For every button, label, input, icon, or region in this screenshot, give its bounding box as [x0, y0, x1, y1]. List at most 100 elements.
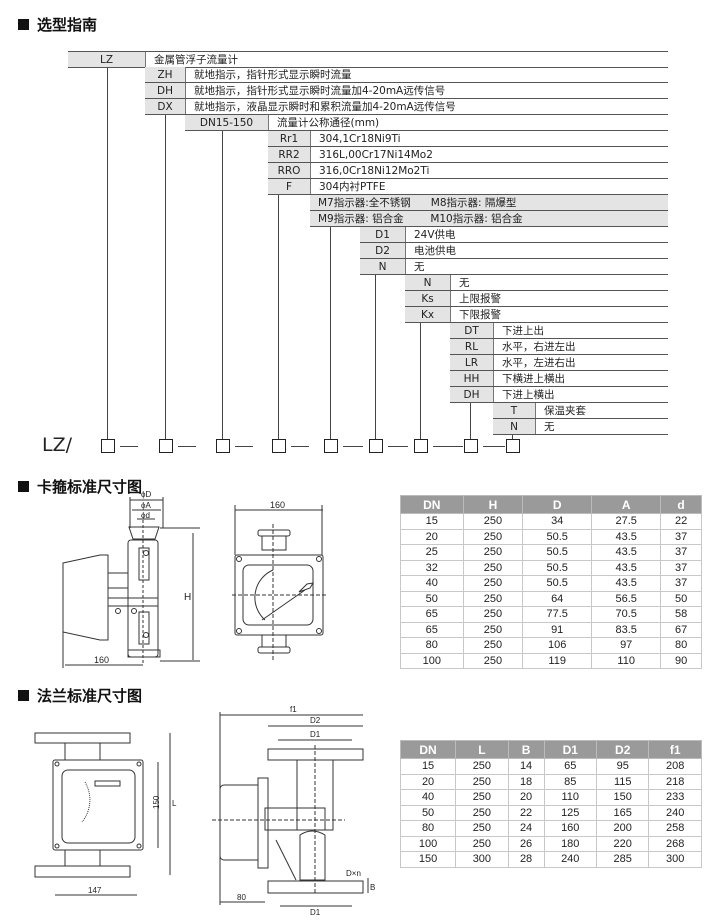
dim-80: 80 — [237, 893, 246, 902]
table-cell: 115 — [595, 773, 650, 790]
guide-desc: M7指示器:全不锈钢 M8指示器: 隔爆型 — [318, 197, 517, 209]
table-cell: 64 — [522, 590, 593, 607]
table-cell: 250 — [455, 804, 509, 821]
connector-line — [375, 275, 376, 439]
table-cell: 97 — [591, 637, 662, 654]
guide-desc: 流量计公称通径(mm) — [277, 117, 380, 129]
bullet-square-icon — [18, 481, 29, 492]
separator-dash — [433, 446, 463, 447]
dim-phi-D: ϕD — [141, 490, 151, 499]
guide-desc: 316L,00Cr17Ni14Mo2 — [319, 148, 433, 161]
table-cell: 300 — [648, 851, 702, 868]
table-cell: 110 — [543, 789, 597, 806]
guide-row: DT 下进上出 — [450, 323, 668, 339]
table-cell: 100 — [400, 652, 464, 669]
flange-side-view — [212, 712, 369, 907]
column-header: D — [522, 495, 593, 514]
table-cell: 106 — [522, 637, 593, 654]
table-cell: 18 — [507, 773, 545, 790]
table-cell: 50 — [660, 590, 702, 607]
column-header: H — [462, 495, 524, 514]
connector-line — [222, 131, 223, 439]
guide-desc: 金属管浮子流量计 — [154, 54, 238, 66]
table-cell: 100 — [399, 835, 457, 852]
table-cell: 250 — [462, 544, 524, 561]
table-cell: 77.5 — [522, 606, 593, 623]
guide-desc: 就地指示，指针形式显示瞬时流量 — [194, 69, 352, 81]
table-cell: 20 — [400, 528, 464, 545]
guide-code: HH — [450, 371, 494, 386]
column-header: D2 — [595, 740, 650, 759]
table-header-row: DN H D A d — [400, 495, 702, 514]
clamp-side-view — [62, 497, 200, 668]
table-cell: 110 — [591, 652, 662, 669]
guide-code: DT — [450, 323, 494, 338]
section-title-selection-guide: 选型指南 — [18, 14, 97, 35]
dim-H: H — [184, 592, 191, 603]
guide-desc: 下进上出 — [502, 325, 544, 337]
separator-dash — [120, 446, 138, 447]
guide-code: D2 — [360, 243, 406, 258]
table-cell: 250 — [455, 835, 509, 852]
guide-desc: 保温夹套 — [544, 405, 586, 417]
table-cell: 220 — [595, 835, 650, 852]
guide-code: Rr1 — [268, 131, 311, 146]
table-cell: 180 — [543, 835, 597, 852]
table-cell: 240 — [648, 804, 702, 821]
guide-desc: 电池供电 — [414, 245, 456, 257]
bullet-square-icon — [18, 690, 29, 701]
table-cell: 37 — [660, 544, 702, 561]
column-header: DN — [400, 495, 464, 514]
table-cell: 43.5 — [591, 559, 662, 576]
table-cell: 43.5 — [591, 575, 662, 592]
guide-row: M9指示器: 铝合金 M10指示器: 铝合金 — [310, 211, 668, 227]
table-header-row: DN L B D1 D2 f1 — [399, 740, 702, 759]
table-cell: 80 — [400, 637, 464, 654]
guide-code: D1 — [360, 227, 406, 242]
table-cell: 50.5 — [522, 575, 593, 592]
guide-row: M7指示器:全不锈钢 M8指示器: 隔爆型 — [310, 195, 668, 211]
model-code-box — [506, 439, 520, 453]
dim-147: 147 — [88, 886, 102, 895]
table-cell: 90 — [660, 652, 702, 669]
table-cell: 43.5 — [591, 528, 662, 545]
clamp-front-view — [232, 505, 326, 660]
section-title-text: 选型指南 — [37, 16, 98, 34]
separator-dash — [291, 446, 309, 447]
flange-front-view — [34, 732, 171, 896]
column-header: f1 — [648, 740, 702, 759]
section-title-text: 卡箍标准尺寸图 — [37, 478, 143, 496]
table-cell: 56.5 — [591, 590, 662, 607]
table-cell: 15 — [400, 513, 464, 530]
table-cell: 37 — [660, 559, 702, 576]
guide-code: F — [268, 179, 311, 194]
model-code-box — [272, 439, 286, 453]
guide-code: N — [405, 275, 451, 290]
table-cell: 65 — [400, 621, 464, 638]
table-cell: 300 — [455, 851, 509, 868]
table-cell: 233 — [648, 789, 702, 806]
table-cell: 65 — [543, 758, 597, 775]
table-cell: 250 — [455, 820, 509, 837]
dim-width-side: 160 — [94, 655, 109, 665]
table-cell: 24 — [507, 820, 545, 837]
table-cell: 200 — [595, 820, 650, 837]
connector-line — [107, 67, 108, 439]
guide-code: N — [493, 419, 536, 434]
model-code-box — [216, 439, 230, 453]
